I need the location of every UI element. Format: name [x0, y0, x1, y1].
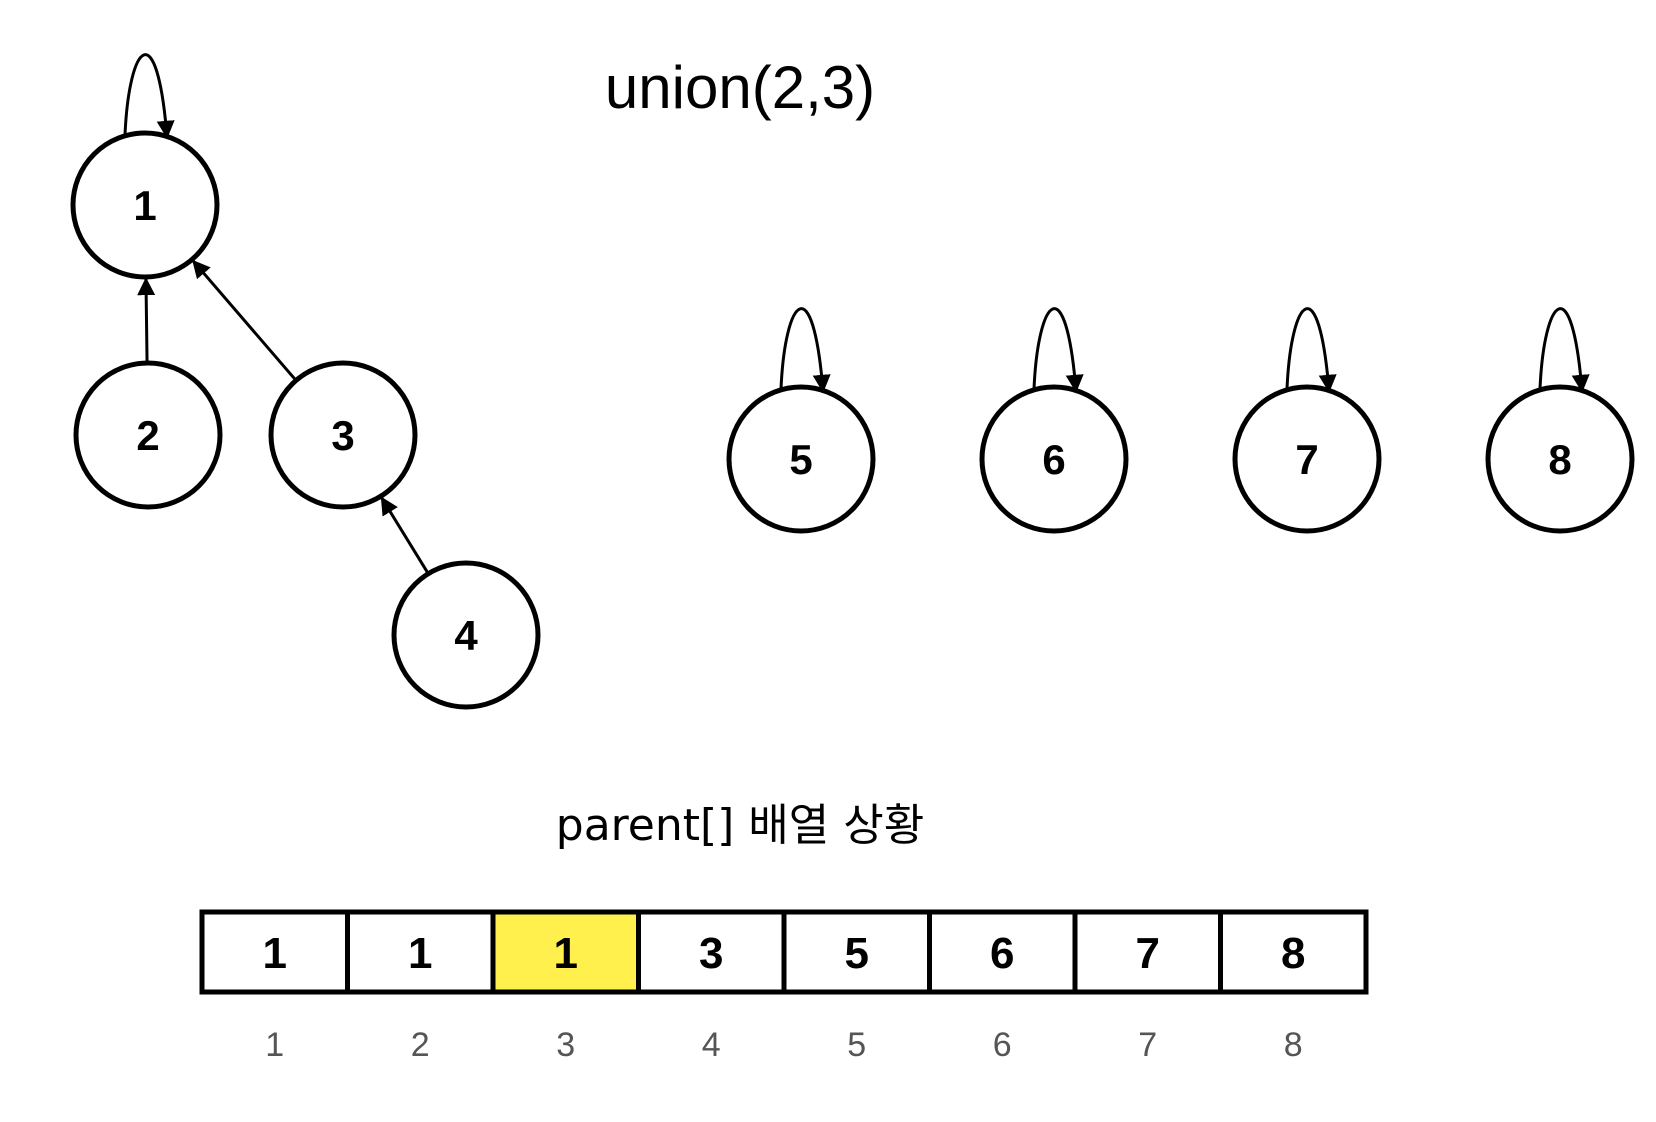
node-8: 8	[1485, 307, 1635, 534]
node-label-4: 4	[454, 612, 478, 659]
node-circle-7	[1232, 384, 1382, 534]
array-cell-8	[1218, 909, 1369, 995]
node-3: 3	[268, 360, 418, 510]
edge-4-to-3	[380, 496, 430, 575]
node-4: 4	[391, 560, 541, 710]
node-label-1: 1	[133, 182, 156, 229]
array-index-6: 6	[993, 1026, 1012, 1064]
self-loop-8	[1538, 307, 1590, 393]
node-circle-6	[979, 384, 1129, 534]
node-6: 6	[979, 307, 1129, 534]
self-loop-6	[1032, 307, 1084, 393]
node-label-7: 7	[1295, 436, 1318, 483]
node-circle-2	[73, 360, 223, 510]
array-index-7: 7	[1138, 1026, 1157, 1064]
nodes-layer: 1 2 3 4 5 6 7 8	[70, 53, 1635, 710]
node-5: 5	[726, 307, 876, 534]
array-cell-5	[781, 909, 932, 995]
self-loop-7	[1285, 307, 1337, 393]
array-index-4: 4	[702, 1026, 721, 1064]
array-cell-3	[490, 909, 641, 995]
node-label-8: 8	[1548, 436, 1571, 483]
self-loop-1	[123, 53, 175, 139]
array-value-7: 7	[1136, 929, 1160, 978]
array-index-5: 5	[847, 1026, 866, 1064]
array-index-8: 8	[1284, 1026, 1303, 1064]
node-circle-4	[391, 560, 541, 710]
diagram-title: union(2,3)	[605, 54, 875, 121]
node-circle-8	[1485, 384, 1635, 534]
array-value-2: 1	[408, 929, 432, 978]
node-circle-5	[726, 384, 876, 534]
array-value-5: 5	[845, 929, 869, 978]
array-value-3: 1	[554, 929, 578, 978]
array-caption: parent[] 배열 상황	[556, 800, 924, 851]
array-value-1: 1	[263, 929, 287, 978]
array-value-4: 3	[699, 929, 723, 978]
node-label-6: 6	[1042, 436, 1065, 483]
node-circle-3	[268, 360, 418, 510]
array-value-8: 8	[1281, 929, 1305, 978]
array-index-3: 3	[556, 1026, 575, 1064]
array-value-6: 6	[990, 929, 1014, 978]
node-label-2: 2	[136, 412, 159, 459]
array-index-2: 2	[411, 1026, 430, 1064]
node-1: 1	[70, 53, 220, 280]
parent-array: 1 1 1 2 1 3 3 4 5 5 6 6 7 7 8 8	[199, 909, 1369, 1064]
node-7: 7	[1232, 307, 1382, 534]
node-2: 2	[73, 360, 223, 510]
edge-2-to-1	[137, 277, 156, 364]
node-label-5: 5	[789, 436, 812, 483]
node-circle-1	[70, 130, 220, 280]
array-index-1: 1	[265, 1026, 284, 1064]
edge-3-to-1	[192, 259, 298, 382]
self-loop-5	[779, 307, 831, 393]
edges-layer	[137, 259, 430, 575]
node-label-3: 3	[331, 412, 354, 459]
